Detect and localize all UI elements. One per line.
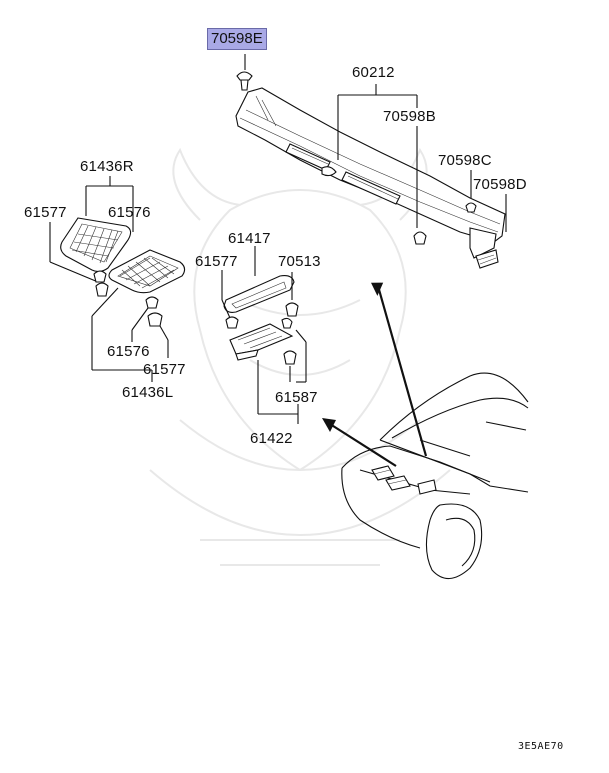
part-label-70598C: 70598C: [438, 152, 492, 169]
part-label-61577-duct: 61577: [195, 253, 238, 270]
grille-61436R: [49, 176, 134, 297]
clip-70598E: [236, 54, 253, 91]
part-label-70598D: 70598D: [473, 176, 527, 193]
part-label-70598B: 70598B: [383, 108, 436, 125]
cowl-panel-60212: [235, 87, 506, 269]
part-label-61576-lower: 61576: [107, 343, 150, 360]
part-label-61587: 61587: [275, 389, 318, 406]
duct-61422: [229, 317, 307, 424]
leaders-top: [337, 84, 507, 232]
location-arrows: [322, 282, 428, 467]
grille-61436L: [91, 249, 186, 382]
part-label-61577: 61577: [24, 204, 67, 221]
part-label-61422: 61422: [250, 430, 293, 447]
part-label-61417: 61417: [228, 230, 271, 247]
part-label-60212: 60212: [352, 64, 395, 81]
part-label-70598E-highlighted[interactable]: 70598E: [207, 28, 267, 50]
duct-61417: [221, 246, 299, 329]
part-label-70513: 70513: [278, 253, 321, 270]
part-label-61436L: 61436L: [122, 384, 174, 401]
part-label-61577-lower: 61577: [143, 361, 186, 378]
part-label-61576: 61576: [108, 204, 151, 221]
watermark-emblem: [149, 147, 451, 566]
car-outline: [341, 372, 529, 580]
diagram-code: 3E5AE70: [518, 741, 564, 752]
part-label-61436R: 61436R: [80, 158, 134, 175]
